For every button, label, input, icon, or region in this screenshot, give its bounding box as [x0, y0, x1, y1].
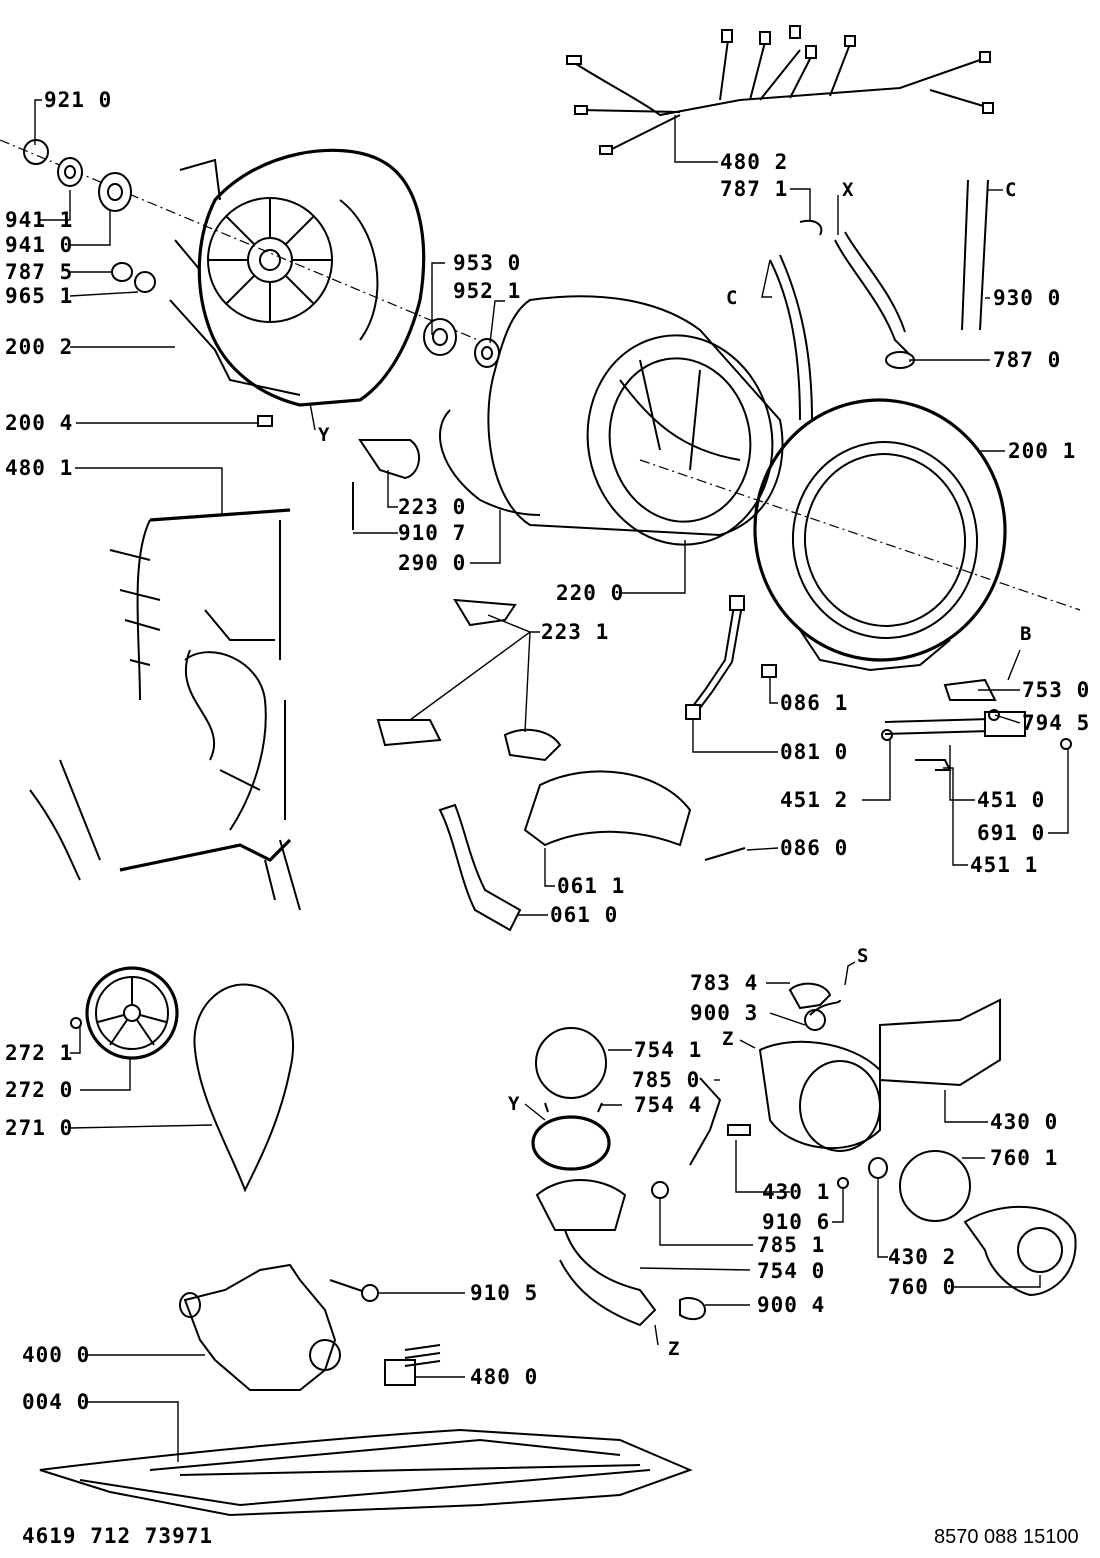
footer-left-code: 4619 712 73971 [22, 1524, 213, 1548]
label-086-0: 086 0 [780, 836, 848, 860]
label-451-1: 451 1 [970, 853, 1038, 877]
label-754-0: 754 0 [757, 1259, 825, 1283]
label-z-top: Z [722, 1028, 733, 1050]
pump-and-drain [531, 982, 1077, 1327]
label-480-2: 480 2 [720, 150, 788, 174]
label-200-1: 200 1 [1008, 439, 1076, 463]
label-223-1: 223 1 [541, 620, 609, 644]
label-272-1: 272 1 [5, 1041, 73, 1065]
label-900-3: 900 3 [690, 1001, 758, 1025]
label-272-0: 272 0 [5, 1078, 73, 1102]
label-x: X [842, 179, 854, 201]
label-480-0: 480 0 [470, 1365, 538, 1389]
label-061-1: 061 1 [557, 874, 625, 898]
base-plate [39, 1428, 693, 1517]
label-787-0: 787 0 [993, 348, 1061, 372]
label-220-0: 220 0 [556, 581, 624, 605]
label-785-1: 785 1 [757, 1233, 825, 1257]
label-s: S [857, 945, 868, 967]
label-910-7: 910 7 [398, 521, 466, 545]
label-086-1: 086 1 [780, 691, 848, 715]
wire-harness-top [566, 25, 994, 155]
label-004-0: 004 0 [22, 1390, 90, 1414]
wire-harness-left [29, 508, 301, 911]
axis-lines [0, 139, 1081, 611]
small-parts-center [257, 415, 562, 762]
label-691-0: 691 0 [977, 821, 1045, 845]
front-tub [753, 398, 1007, 672]
hoses [769, 179, 989, 421]
label-y-bottom: Y [508, 1093, 520, 1115]
part-labels: 921 0 941 1 941 0 787 5 965 1 200 2 200 … [5, 88, 1090, 1414]
label-787-1: 787 1 [720, 177, 788, 201]
label-754-4: 754 4 [634, 1093, 702, 1117]
label-430-2: 430 2 [888, 1245, 956, 1269]
label-c-left: C [726, 287, 737, 309]
motor-assembly [179, 1263, 441, 1391]
label-271-0: 271 0 [5, 1116, 73, 1140]
label-480-1: 480 1 [5, 456, 73, 480]
label-200-4: 200 4 [5, 411, 73, 435]
label-910-6: 910 6 [762, 1210, 830, 1234]
label-061-0: 061 0 [550, 903, 618, 927]
bearings-and-seals [23, 139, 500, 368]
label-753-0: 753 0 [1022, 678, 1090, 702]
label-941-1: 941 1 [5, 208, 73, 232]
label-754-1: 754 1 [634, 1038, 702, 1062]
label-787-5: 787 5 [5, 260, 73, 284]
label-910-5: 910 5 [470, 1281, 538, 1305]
label-930-0: 930 0 [993, 286, 1061, 310]
label-400-0: 400 0 [22, 1343, 90, 1367]
label-290-0: 290 0 [398, 551, 466, 575]
label-953-0: 953 0 [453, 251, 521, 275]
label-900-4: 900 4 [757, 1293, 825, 1317]
label-760-0: 760 0 [888, 1275, 956, 1299]
rear-tub-shell [169, 148, 426, 407]
label-081-0: 081 0 [780, 740, 848, 764]
label-c-right: C [1005, 179, 1016, 201]
footer-right-code: 8570 088 15100 [934, 1526, 1079, 1548]
label-794-5: 794 5 [1022, 711, 1090, 735]
heater-assembly [881, 678, 1072, 771]
label-430-1: 430 1 [762, 1180, 830, 1204]
label-921-0: 921 0 [44, 88, 112, 112]
label-785-0: 785 0 [632, 1068, 700, 1092]
pulley-and-belt [70, 966, 295, 1193]
label-451-0: 451 0 [977, 788, 1045, 812]
drum [439, 295, 784, 546]
label-z-bottom: Z [668, 1338, 679, 1360]
label-941-0: 941 0 [5, 233, 73, 257]
label-952-1: 952 1 [453, 279, 521, 303]
label-965-1: 965 1 [5, 284, 73, 308]
label-451-2: 451 2 [780, 788, 848, 812]
label-b: B [1020, 623, 1031, 645]
leader-lines [34, 99, 1069, 1462]
label-783-4: 783 4 [690, 971, 758, 995]
label-430-0: 430 0 [990, 1110, 1058, 1134]
label-223-0: 223 0 [398, 495, 466, 519]
label-y-top: Y [318, 424, 330, 446]
label-200-2: 200 2 [5, 335, 73, 359]
shock-absorber-and-weights [438, 595, 777, 932]
label-760-1: 760 1 [990, 1146, 1058, 1170]
